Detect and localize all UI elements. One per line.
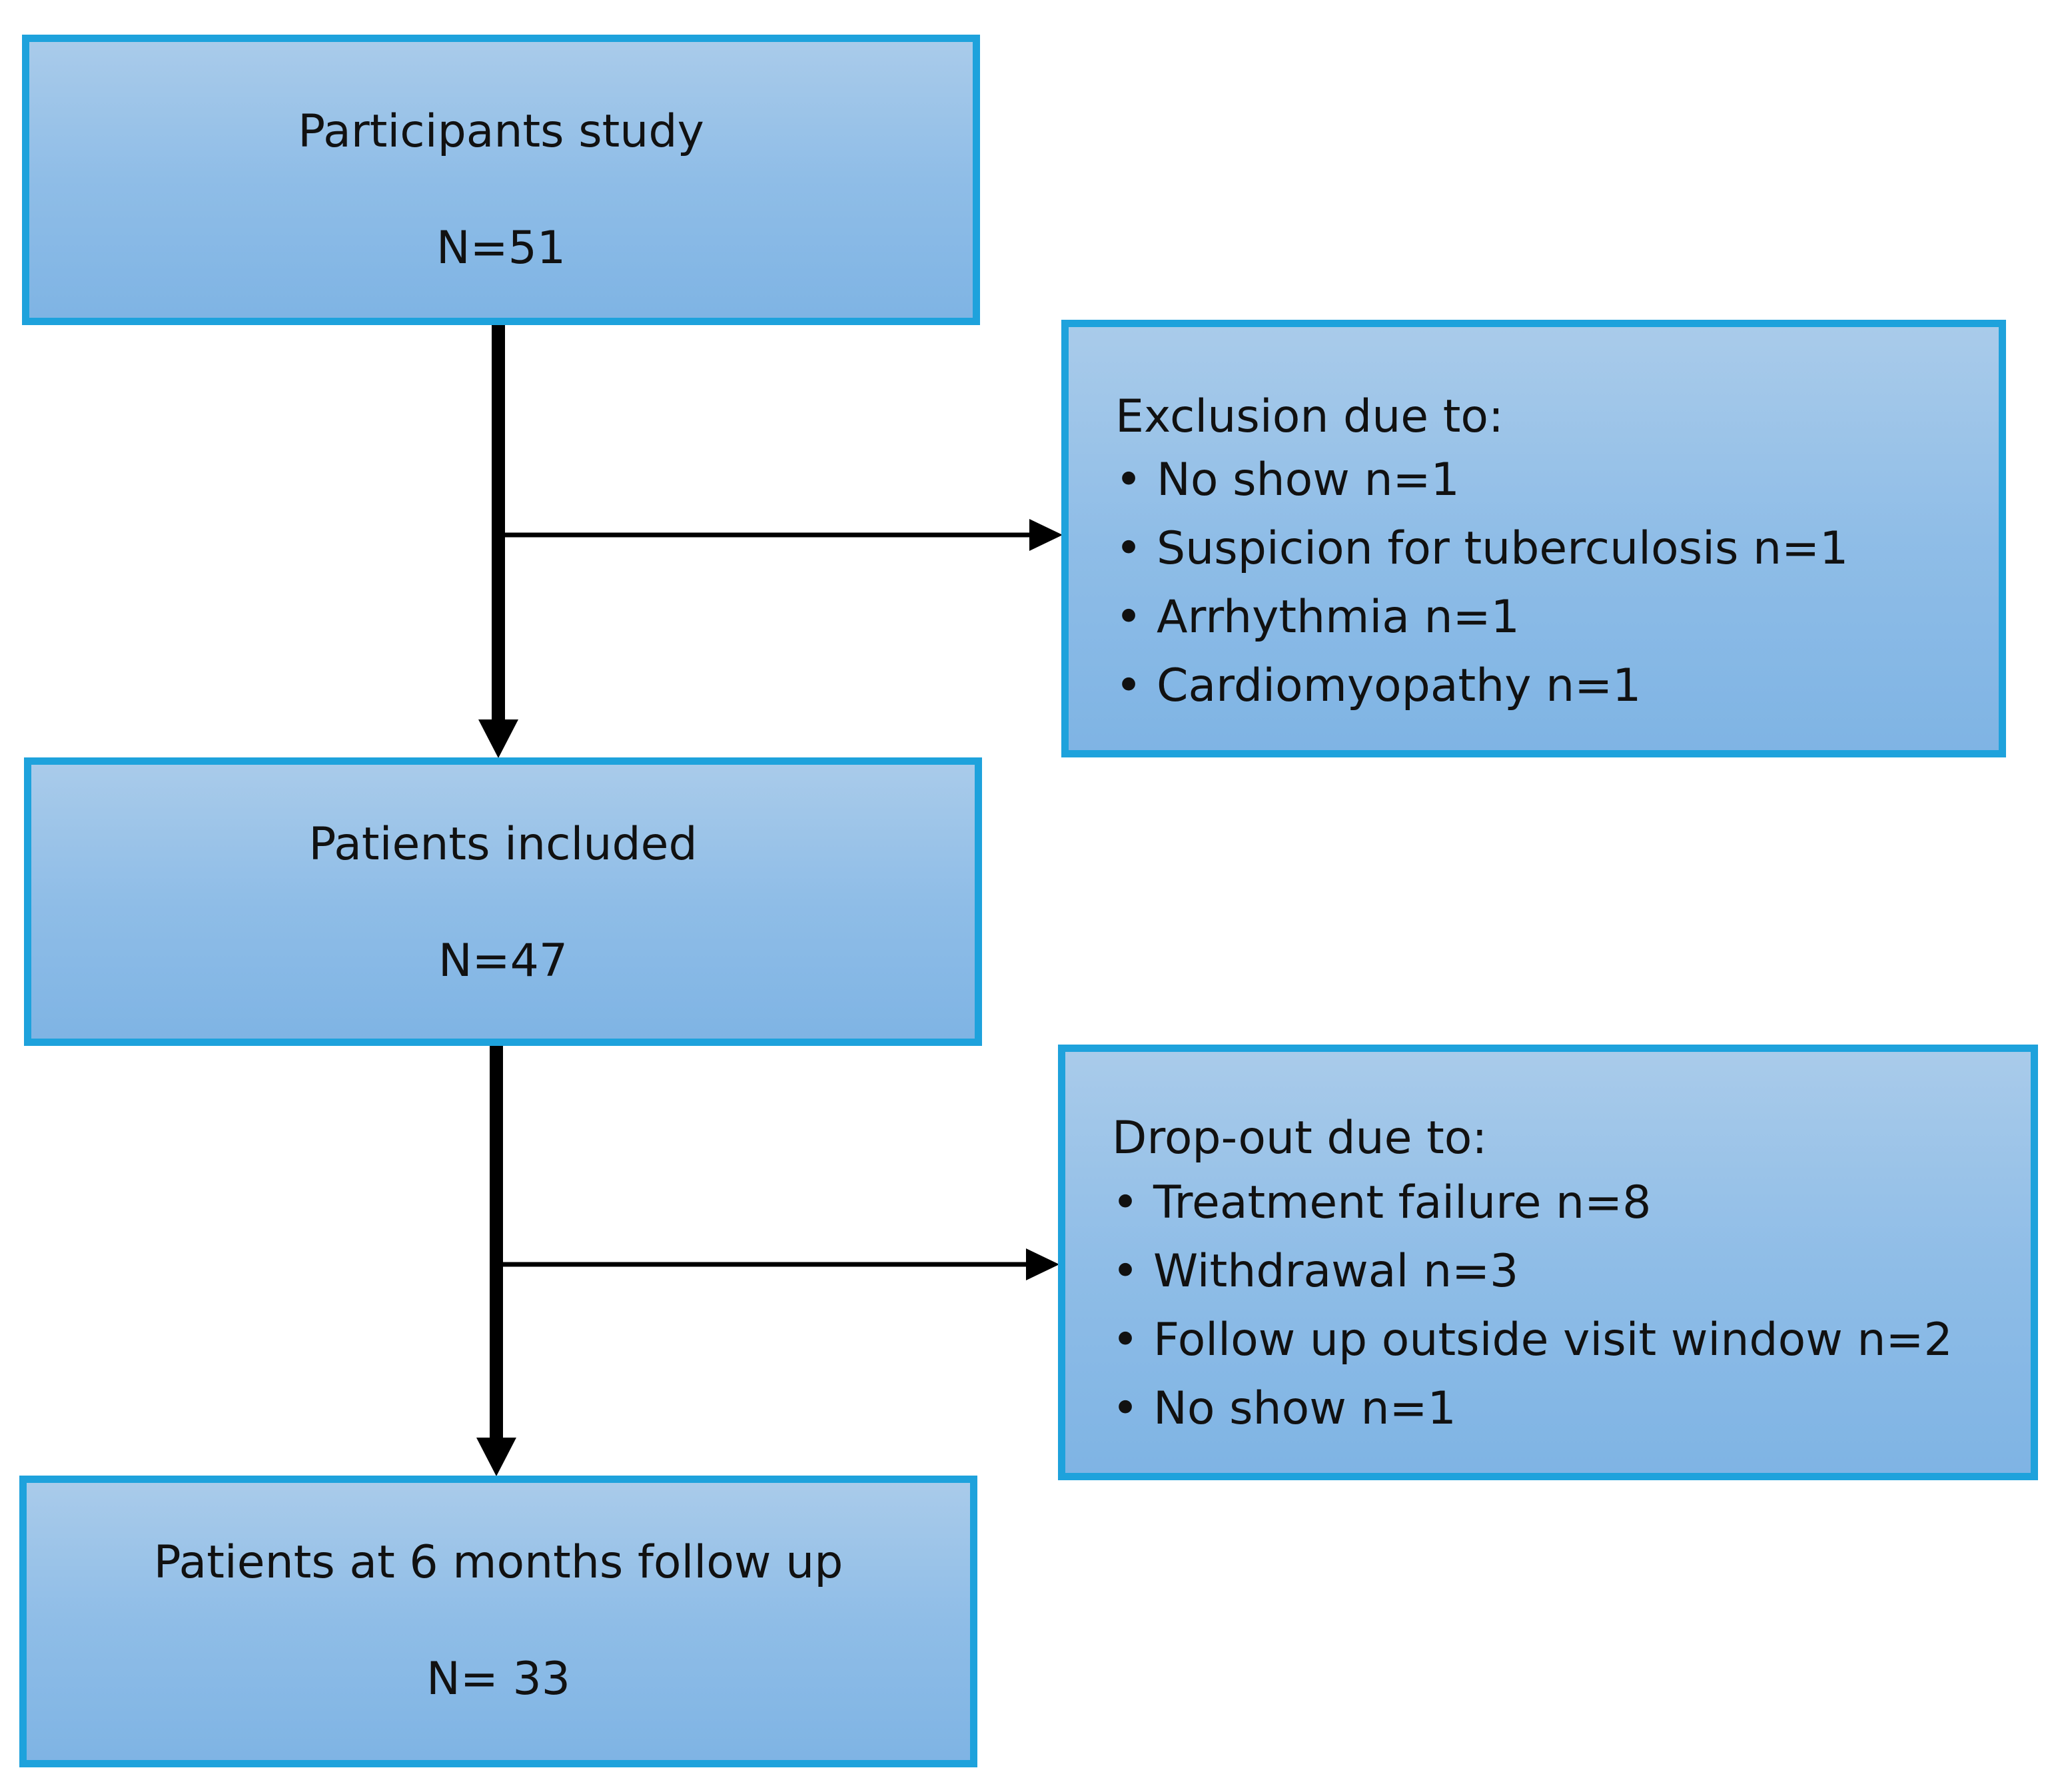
- dropout-item-text: Follow up outside visit window n=2: [1153, 1314, 1953, 1366]
- followup-count: N= 33: [426, 1653, 570, 1705]
- dropout-item-text: No show n=1: [1153, 1382, 1456, 1435]
- arrowhead-exclusion: [1029, 519, 1063, 551]
- arrowhead-dropout: [1026, 1248, 1059, 1280]
- exclusion-heading: Exclusion due to:: [1115, 390, 1504, 443]
- exclusion-item-text: No show n=1: [1157, 454, 1460, 506]
- list-item: • Withdrawal n=3: [1112, 1237, 1953, 1306]
- list-item: • Treatment failure n=8: [1112, 1168, 1953, 1237]
- patients-included-count: N=47: [438, 935, 568, 987]
- exclusion-item-text: Arrhythmia n=1: [1157, 591, 1520, 644]
- list-item: • Follow up outside visit window n=2: [1112, 1306, 1953, 1374]
- exclusion-item-text: Cardiomyopathy n=1: [1157, 660, 1642, 712]
- dropout-heading: Drop-out due to:: [1112, 1112, 1488, 1164]
- arrowhead-followup: [476, 1438, 516, 1476]
- bullet-icon: •: [1115, 660, 1143, 712]
- followup-box: Patients at 6 months follow up N= 33: [19, 1476, 977, 1767]
- dropout-box: Drop-out due to: • Treatment failure n=8 …: [1058, 1045, 2038, 1480]
- patients-included-title: Patients included: [308, 818, 698, 871]
- dropout-list: • Treatment failure n=8 • Withdrawal n=3 •…: [1112, 1168, 1953, 1443]
- followup-title: Patients at 6 months follow up: [153, 1536, 843, 1589]
- list-item: • Suspicion for tuberculosis n=1: [1115, 514, 1848, 583]
- exclusion-item-text: Suspicion for tuberculosis n=1: [1157, 522, 1849, 575]
- bullet-icon: •: [1112, 1314, 1139, 1366]
- arrowhead-included: [478, 719, 518, 758]
- bullet-icon: •: [1115, 454, 1143, 506]
- dropout-item-text: Treatment failure n=8: [1153, 1176, 1652, 1229]
- exclusion-box: Exclusion due to: • No show n=1 • Suspicio…: [1061, 320, 2006, 757]
- participants-study-box: Participants study N=51: [22, 35, 980, 325]
- bullet-icon: •: [1112, 1245, 1139, 1298]
- bullet-icon: •: [1112, 1176, 1139, 1229]
- list-item: • No show n=1: [1115, 446, 1848, 514]
- participants-study-title: Participants study: [298, 105, 704, 158]
- bullet-icon: •: [1112, 1382, 1139, 1435]
- list-item: • Cardiomyopathy n=1: [1115, 652, 1848, 720]
- bullet-icon: •: [1115, 591, 1143, 644]
- list-item: • Arrhythmia n=1: [1115, 583, 1848, 652]
- participants-study-count: N=51: [436, 222, 566, 274]
- patients-included-box: Patients included N=47: [24, 757, 982, 1046]
- dropout-item-text: Withdrawal n=3: [1153, 1245, 1519, 1298]
- exclusion-list: • No show n=1 • Suspicion for tuberculosis…: [1115, 446, 1848, 720]
- list-item: • No show n=1: [1112, 1374, 1953, 1443]
- bullet-icon: •: [1115, 522, 1143, 575]
